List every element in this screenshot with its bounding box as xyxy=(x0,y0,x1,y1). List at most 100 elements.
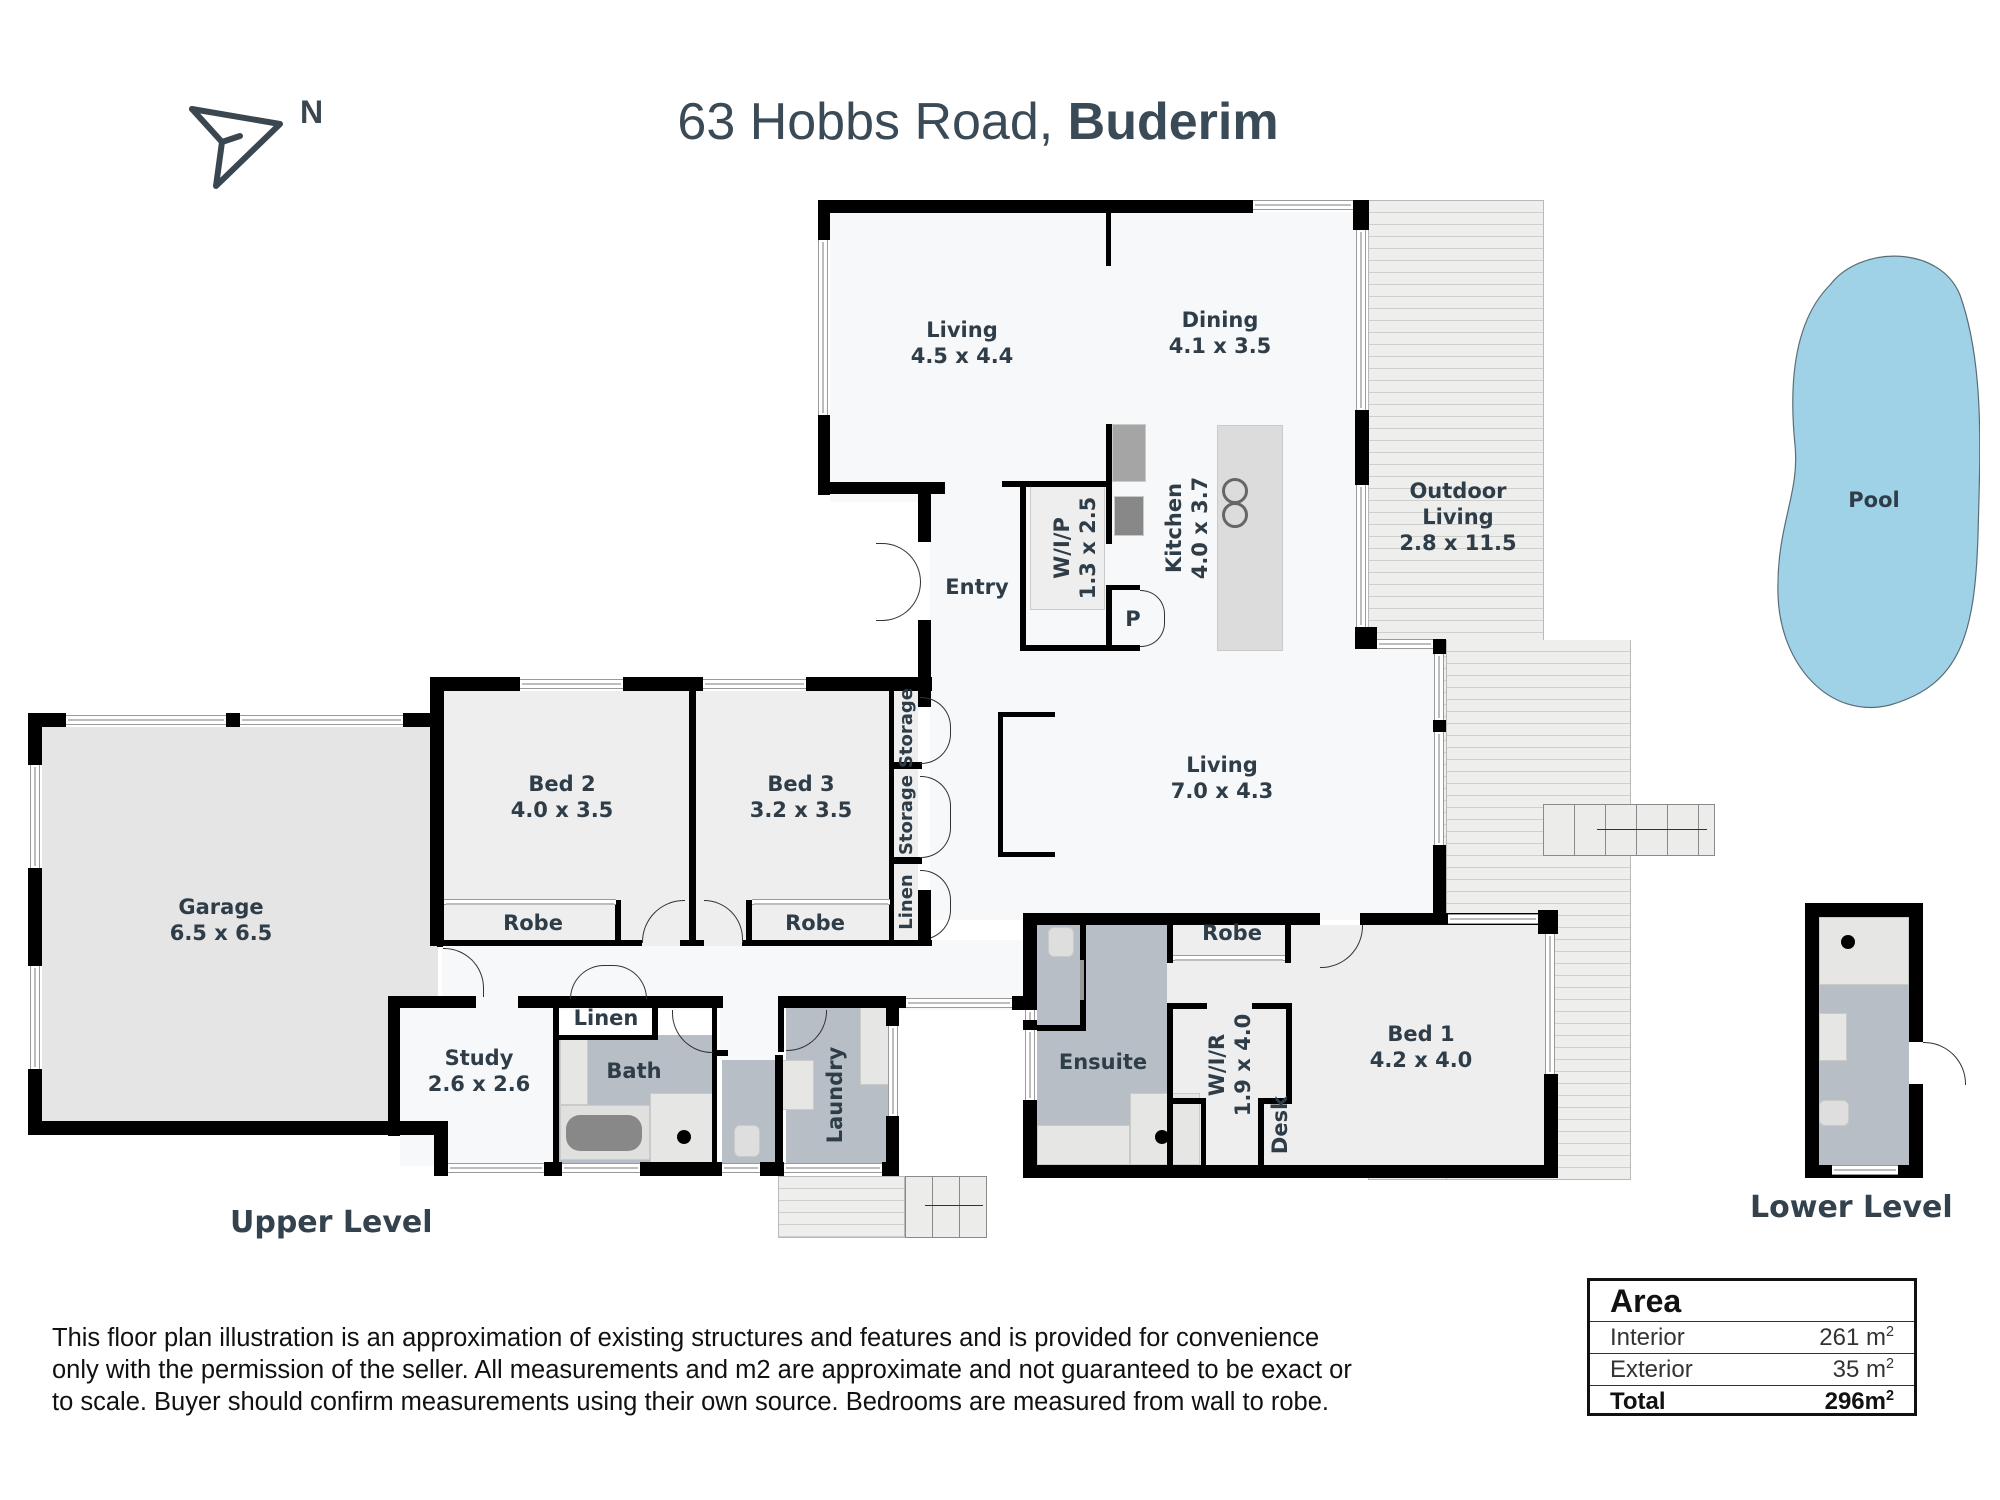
room-size: 7.0 x 4.3 xyxy=(1170,779,1274,803)
area-label: Interior xyxy=(1610,1323,1685,1351)
disclaimer-line: only with the permission of the seller. … xyxy=(52,1356,1352,1384)
wall xyxy=(1106,585,1112,650)
area-row-interior: Interior 261 m2 xyxy=(1590,1321,1914,1353)
room-pantry: P xyxy=(1125,607,1141,631)
wall xyxy=(518,996,723,1008)
wall xyxy=(775,1055,783,1165)
wall xyxy=(1167,925,1173,963)
window xyxy=(818,240,828,415)
room-name: Living xyxy=(926,318,998,342)
wall xyxy=(918,890,931,946)
wall xyxy=(1002,481,1112,487)
area-unit-sup: 2 xyxy=(1885,1323,1894,1340)
room-name: Bed 2 xyxy=(528,772,596,796)
wall xyxy=(886,1116,899,1176)
wall xyxy=(689,691,696,946)
room-size: 6.5 x 6.5 xyxy=(169,921,273,945)
room-bed1: Bed 1 4.2 x 4.0 xyxy=(1370,1021,1473,1073)
garage-window xyxy=(66,715,226,725)
wall xyxy=(553,1035,658,1040)
wall xyxy=(892,762,922,769)
fireplace-bracket xyxy=(998,852,1055,857)
window xyxy=(1253,200,1353,210)
room-bed3: Bed 3 3.2 x 3.5 xyxy=(750,771,853,823)
fireplace-bracket xyxy=(998,712,1003,857)
kitchen-island xyxy=(1217,425,1283,651)
sliding-door xyxy=(1434,732,1444,845)
area-number: 35 m xyxy=(1832,1355,1886,1383)
title-street: 63 Hobbs Road, xyxy=(677,93,1054,151)
room-bath: Bath xyxy=(606,1059,662,1083)
wall xyxy=(1023,1020,1037,1030)
wall xyxy=(1167,1098,1201,1104)
shower-head-icon xyxy=(1841,935,1855,949)
robe-sliding-door[interactable] xyxy=(1173,955,1285,961)
room-linen-hall: Linen xyxy=(896,874,917,930)
room-garage: Garage 6.5 x 6.5 xyxy=(170,894,273,946)
room-name: Bed 1 xyxy=(1387,1022,1455,1046)
sink-icon xyxy=(1222,478,1248,504)
wall xyxy=(918,620,931,685)
wall xyxy=(1355,410,1369,485)
wall xyxy=(28,868,42,966)
room-name: Bed 3 xyxy=(767,772,835,796)
wall xyxy=(1544,1074,1558,1178)
lower-level-label: Lower Level xyxy=(1750,1190,1953,1225)
stairs-direction-arrow xyxy=(925,1205,983,1206)
wall xyxy=(1020,481,1026,651)
wall xyxy=(1167,1003,1173,1166)
room-ensuite: Ensuite xyxy=(1058,1050,1148,1074)
wall xyxy=(28,1121,448,1135)
area-row-total: Total 296m2 xyxy=(1590,1385,1914,1417)
wall xyxy=(1258,1098,1292,1104)
room-name: Kitchen xyxy=(1162,482,1186,574)
wall xyxy=(403,713,444,727)
area-value: 296m2 xyxy=(1825,1388,1894,1416)
wall xyxy=(28,1069,42,1135)
bed1-window xyxy=(1545,934,1555,1074)
bath-window xyxy=(562,1163,640,1173)
wall xyxy=(434,1121,448,1175)
floor-study xyxy=(400,1003,558,1166)
wall xyxy=(388,996,400,1136)
wall xyxy=(1037,1025,1086,1031)
wall xyxy=(28,713,42,765)
wall xyxy=(818,200,830,240)
room-name: Living xyxy=(1422,505,1494,529)
lower-shower xyxy=(1819,917,1909,985)
ensuite-shower-screen xyxy=(1080,960,1084,1000)
room-kitchen: Kitchen 4.0 x 3.7 xyxy=(1161,477,1213,580)
wall xyxy=(892,857,922,864)
window xyxy=(520,679,623,689)
wall xyxy=(388,996,476,1008)
laundry-window xyxy=(784,1163,882,1173)
north-compass-icon xyxy=(189,106,283,189)
wall xyxy=(1023,913,1320,925)
shower-head-icon xyxy=(1155,1130,1169,1144)
wall xyxy=(430,940,642,946)
room-name: W/I/R xyxy=(1205,1033,1229,1097)
wall xyxy=(712,1050,728,1056)
wall xyxy=(1433,720,1446,732)
toilet-icon xyxy=(1048,927,1074,957)
garage-window xyxy=(30,765,40,868)
shower-area xyxy=(650,1093,713,1165)
pool-shape xyxy=(1777,255,1980,708)
sink-icon xyxy=(1222,502,1248,528)
room-size: 1.9 x 4.0 xyxy=(1231,1013,1255,1117)
room-name: Living xyxy=(1186,753,1258,777)
robe-sliding-door[interactable] xyxy=(444,899,616,905)
wall xyxy=(430,677,520,691)
robe-sliding-door[interactable] xyxy=(752,899,890,905)
area-label: Total xyxy=(1610,1387,1666,1415)
bathtub-basin xyxy=(566,1115,642,1151)
ensuite-window xyxy=(1025,1010,1035,1022)
wall xyxy=(1433,639,1446,654)
ensuite-window xyxy=(1025,1030,1035,1100)
entry-double-door[interactable] xyxy=(876,543,921,621)
compass-north-label: N xyxy=(300,94,324,130)
fireplace-bracket xyxy=(998,712,1055,717)
floor-hallway-2 xyxy=(720,1005,780,1060)
wall xyxy=(1538,910,1558,934)
lower-bathroom-door[interactable] xyxy=(1923,1042,1966,1085)
